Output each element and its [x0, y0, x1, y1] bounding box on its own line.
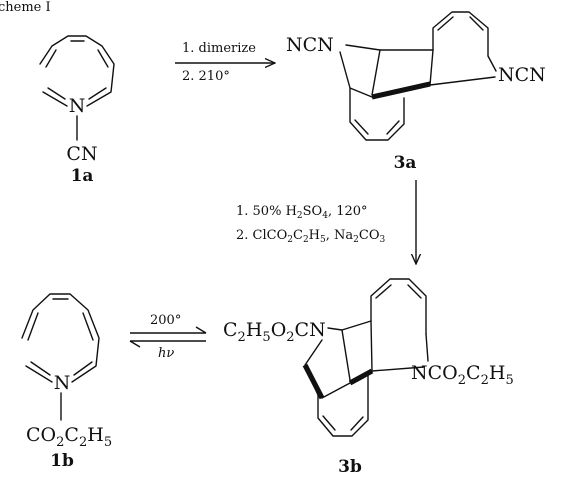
- azepine-ring-1a: [39, 35, 115, 107]
- compound-1a: N CN 1a: [39, 35, 115, 186]
- step-dimerize: 1. dimerize 2. 210°: [175, 41, 275, 84]
- group-ncn-left-3a: NCN: [286, 34, 334, 56]
- compound-3b: C2H5O2CN NCO2C2H5 3b: [223, 278, 514, 477]
- condition-hydrolysis: 1. 50% H2SO4, 120°: [236, 204, 368, 221]
- substituent-ester-1b: CO2C2H5: [26, 424, 112, 450]
- condition-dimerize: 1. dimerize: [182, 41, 256, 56]
- group-ncn-right-3a: NCN: [498, 64, 546, 86]
- arrow-reverse: [129, 340, 206, 348]
- condition-acylation: 2. ClCO2C2H5, Na2CO3: [236, 228, 385, 245]
- azepine-ring-1b: [21, 293, 100, 383]
- compound-3a: NCN NCN 3a: [286, 11, 546, 173]
- arrow-forward: [130, 326, 207, 334]
- compound-label-3a: 3a: [394, 153, 417, 173]
- cage-skeleton-3a: [339, 11, 497, 141]
- compound-1b: N CO2C2H5 1b: [21, 293, 112, 471]
- condition-heat: 2. 210°: [182, 69, 230, 84]
- cage-skeleton-3b: [302, 278, 429, 437]
- atom-n-1a: N: [69, 95, 86, 117]
- group-ester-right-3b: NCO2C2H5: [411, 362, 514, 388]
- scheme-title: cheme I: [0, 0, 51, 15]
- condition-photo: hν: [158, 346, 174, 361]
- compound-label-1a: 1a: [71, 166, 94, 186]
- compound-label-1b: 1b: [50, 451, 74, 471]
- atom-n-1b: N: [54, 372, 71, 394]
- condition-thermal: 200°: [150, 313, 181, 328]
- compound-label-3b: 3b: [338, 457, 362, 477]
- step-hydrolysis-acylation: 1. 50% H2SO4, 120° 2. ClCO2C2H5, Na2CO3: [236, 180, 416, 264]
- substituent-cn-1a: CN: [66, 143, 97, 165]
- step-equilibrium: 200° hν: [129, 313, 207, 361]
- group-ester-left-3b: C2H5O2CN: [223, 319, 326, 345]
